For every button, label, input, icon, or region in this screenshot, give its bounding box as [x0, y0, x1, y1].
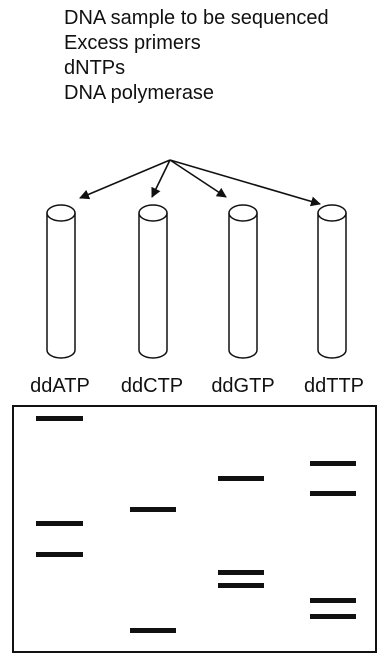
reagent-dntps: dNTPs [64, 57, 126, 79]
gel-band [310, 491, 356, 496]
lane-c-bands [130, 507, 176, 633]
tube-label-ddctp: ddCTP [121, 375, 183, 397]
gel-box [12, 405, 377, 653]
lane-a-bands [36, 416, 83, 557]
tube-label-ddatp: ddATP [30, 375, 90, 397]
gel-band [36, 552, 83, 557]
lane-g-bands [218, 476, 264, 588]
gel-band [310, 461, 356, 466]
reagent-dna-polymerase: DNA polymerase [64, 82, 215, 104]
gel-band [36, 521, 83, 526]
distribution-arrows [79, 159, 321, 207]
arrow-to-tube-c [151, 159, 171, 198]
lane-t-bands [310, 461, 356, 619]
gel-band [218, 583, 264, 588]
gel-band [310, 598, 356, 603]
gel-band [310, 614, 356, 619]
gel-band [130, 507, 176, 512]
arrow-to-tube-a [79, 159, 171, 200]
tube-c [138, 204, 168, 359]
gel-band [130, 628, 176, 633]
tube-a [46, 204, 76, 359]
tube-t [317, 204, 347, 359]
reagent-excess-primers: Excess primers [64, 32, 201, 54]
reagent-list: DNA sample to be sequenced Excess primer… [64, 6, 329, 106]
gel-band [36, 416, 83, 421]
reagent-dna-sample: DNA sample to be sequenced [64, 7, 329, 29]
gel-band [218, 476, 264, 481]
arrow-to-tube-t [169, 159, 321, 207]
tube-g [228, 204, 258, 359]
arrow-to-tube-g [169, 159, 227, 198]
tube-label-ddgtp: ddGTP [211, 375, 274, 397]
tube-label-ddttp: ddTTP [304, 375, 364, 397]
gel-band [218, 570, 264, 575]
